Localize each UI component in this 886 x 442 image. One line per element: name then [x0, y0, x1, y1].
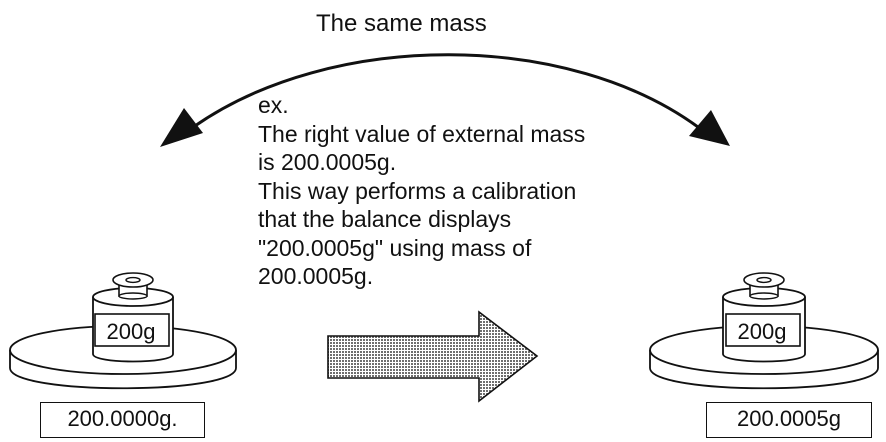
example-line: This way performs a calibration — [258, 177, 585, 206]
right-arrowhead — [689, 110, 730, 146]
process-arrow — [328, 312, 537, 401]
left-weight-label: 200g — [96, 319, 166, 345]
right-display-readout: 200.0005g — [706, 402, 872, 438]
example-line: "200.0005g" using mass of — [258, 234, 585, 263]
example-line: that the balance displays — [258, 205, 585, 234]
example-line: The right value of external mass — [258, 120, 585, 149]
example-line: is 200.0005g. — [258, 148, 585, 177]
example-line: ex. — [258, 91, 585, 120]
left-arrowhead — [160, 108, 203, 147]
example-text-block: ex. The right value of external mass is … — [258, 91, 585, 291]
example-line: 200.0005g. — [258, 262, 585, 291]
left-display-readout: 200.0000g. — [40, 402, 205, 438]
diagram-title: The same mass — [316, 10, 487, 38]
right-weight-label: 200g — [727, 319, 797, 345]
